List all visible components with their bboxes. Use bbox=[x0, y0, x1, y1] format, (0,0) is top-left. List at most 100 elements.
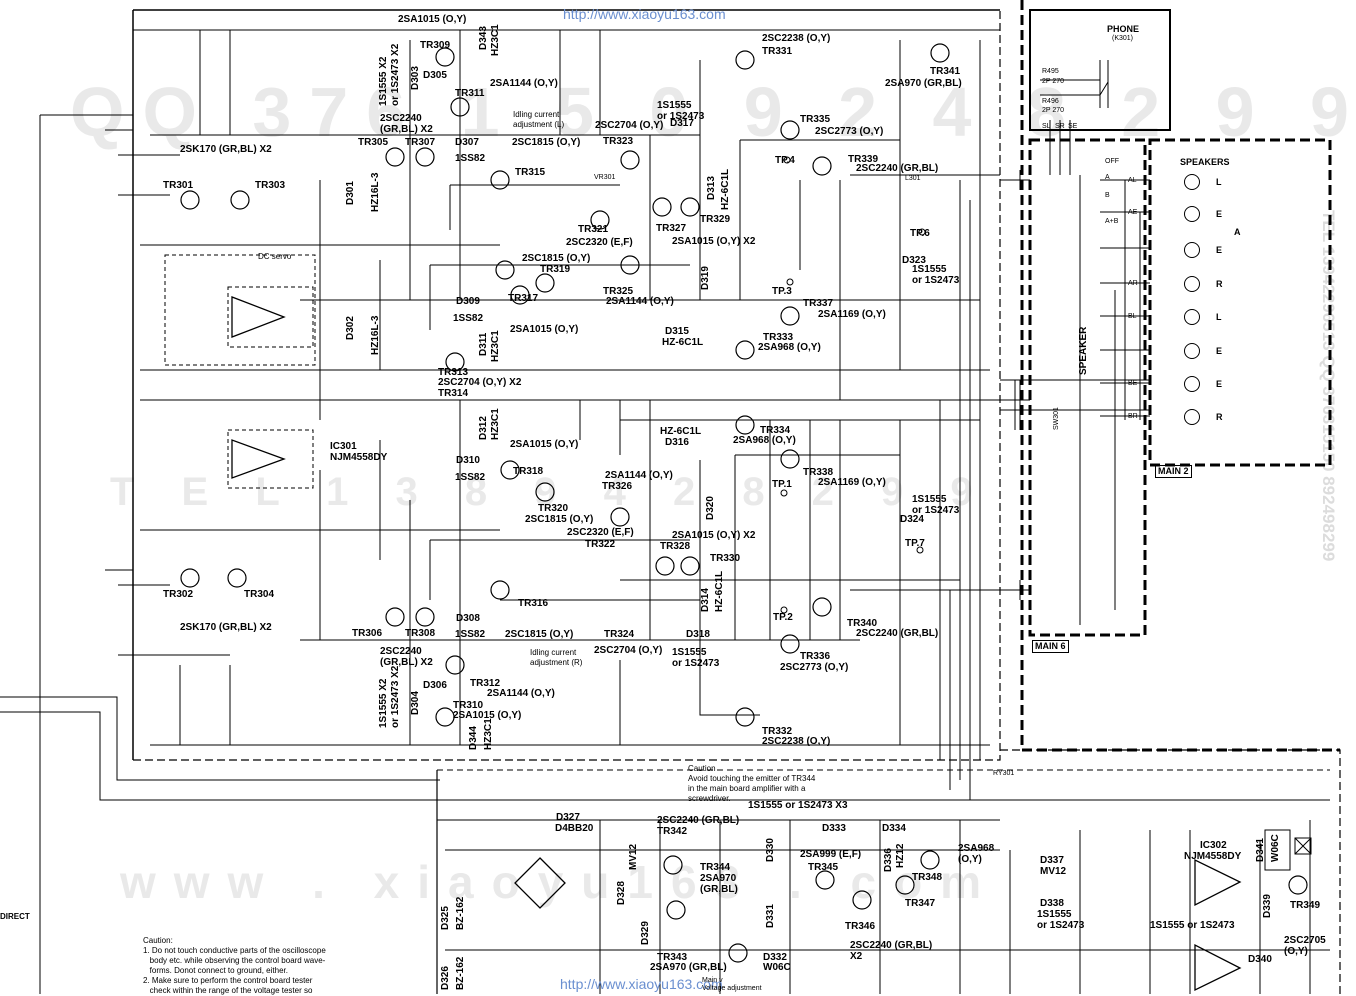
label-2sk170-top: 2SK170 (GR,BL) X2 bbox=[180, 144, 272, 155]
speaker-jack-5 bbox=[1184, 309, 1200, 325]
label-2sc2320-top: 2SC2320 (E,F) bbox=[566, 237, 633, 248]
label-1s1555-bot: 1S1555 or 1S2473 bbox=[1037, 909, 1085, 931]
label-tr347: TR347 bbox=[905, 898, 936, 909]
label-d312: D312 bbox=[478, 416, 489, 440]
label-2sa1015x2-top: 2SA1015 (O,Y) X2 bbox=[672, 236, 756, 247]
label-2sa1169-b: 2SA1169 (O,Y) bbox=[818, 477, 886, 488]
wire-ar: AR bbox=[1128, 280, 1138, 287]
label-2sc2320-b: 2SC2320 (E,F) bbox=[567, 527, 634, 538]
phone-ref: (K301) bbox=[1112, 35, 1134, 42]
label-d303: D303 bbox=[410, 66, 421, 90]
label-d323: D323 bbox=[902, 255, 926, 266]
phone-end-se: SE bbox=[1068, 123, 1078, 130]
label-d305: D305 bbox=[423, 70, 447, 81]
label-d4bb20: D4BB20 bbox=[555, 823, 594, 834]
label-tr312: TR312 bbox=[470, 678, 501, 689]
label-d338: D338 bbox=[1040, 898, 1064, 909]
label-d341: D341 bbox=[1255, 838, 1266, 862]
wire-bl: BL bbox=[1128, 313, 1137, 320]
switch-off: OFF bbox=[1105, 158, 1119, 165]
speaker-jack-8 bbox=[1184, 409, 1200, 425]
label-2sc2704-top: 2SC2704 (O,Y) bbox=[595, 120, 664, 131]
switch-a: A bbox=[1105, 174, 1110, 181]
label-2sa1144-d: 2SA1144 (O,Y) bbox=[487, 688, 555, 699]
label-tr307: TR307 bbox=[405, 137, 436, 148]
label-2sa1015x2-b: 2SA1015 (O,Y) X2 bbox=[672, 530, 756, 541]
label-hz16l3-a: HZ16L-3 bbox=[370, 172, 381, 212]
label-2sc2240-b: 2SC2240 (GR,BL) X2 bbox=[380, 646, 433, 668]
label-tr342: TR342 bbox=[657, 826, 688, 837]
label-tr327: TR327 bbox=[656, 223, 687, 234]
label-tr343: TR343 bbox=[657, 952, 688, 963]
label-1s1555-d: 1S1555 or 1S2473 bbox=[672, 647, 720, 669]
label-tr318: TR318 bbox=[513, 466, 544, 477]
label-hz6c1l-a: HZ-6C1L bbox=[720, 168, 731, 210]
label-d311: D311 bbox=[478, 332, 489, 356]
label-tr309: TR309 bbox=[420, 40, 451, 51]
speaker-jack-2 bbox=[1184, 206, 1200, 222]
label-tr301: TR301 bbox=[163, 180, 194, 191]
label-tr304: TR304 bbox=[244, 589, 275, 600]
label-tr317: TR317 bbox=[508, 293, 539, 304]
label-1ss82-d: 1SS82 bbox=[455, 629, 486, 640]
label-d336: D336 bbox=[883, 848, 894, 872]
label-d304: D304 bbox=[410, 691, 421, 715]
label-d344: D344 bbox=[468, 726, 479, 750]
label-tr321: TR321 bbox=[578, 224, 609, 235]
label-tr324: TR324 bbox=[604, 629, 635, 640]
label-2sa1015-d: 2SA1015 (O,Y) bbox=[453, 710, 522, 721]
label-d307: D307 bbox=[455, 137, 479, 148]
label-hz3c1-d: HZ3C1 bbox=[483, 718, 494, 750]
label-tp7: TP.7 bbox=[905, 538, 925, 549]
label-idle-l: Idling current adjustment (L) bbox=[513, 110, 565, 129]
label-2sa970-c: 2SA970 (GR,BL) bbox=[650, 962, 727, 973]
label-d339: D339 bbox=[1262, 894, 1273, 918]
label-tr319: TR319 bbox=[540, 264, 571, 275]
label-tp3: TP.3 bbox=[772, 286, 792, 297]
label-d328: D328 bbox=[616, 881, 627, 905]
label-vr301: VR301 bbox=[594, 174, 616, 181]
label-2sa968-a: 2SA968 (O,Y) bbox=[758, 342, 821, 353]
main6-label: MAIN 6 bbox=[1032, 640, 1069, 653]
terminal-1: L bbox=[1216, 177, 1222, 187]
label-tp6: TP.6 bbox=[910, 228, 930, 239]
label-d324: D324 bbox=[900, 514, 924, 525]
label-tr333: TR333 bbox=[763, 332, 794, 343]
label-tr330: TR330 bbox=[710, 553, 741, 564]
label-tr340: TR340 bbox=[847, 618, 878, 629]
label-2sc1815-top: 2SC1815 (O,Y) bbox=[512, 137, 581, 148]
label-1s1555-a: 1S1555 or 1S2473 bbox=[657, 100, 705, 122]
phone-r1: R495 bbox=[1042, 68, 1059, 75]
speaker-jack-4 bbox=[1184, 276, 1200, 292]
label-d327: D327 bbox=[556, 812, 580, 823]
phone-end-sl: SL bbox=[1042, 123, 1051, 130]
label-dc-servo: DC servo bbox=[258, 252, 292, 261]
label-2sc1815-d: 2SC1815 (O,Y) bbox=[505, 629, 574, 640]
label-tr344: TR344 bbox=[700, 862, 731, 873]
label-tr345: TR345 bbox=[808, 862, 839, 873]
label-tr310: TR310 bbox=[453, 700, 484, 711]
phone-r2-value: 2P 270 bbox=[1042, 107, 1065, 114]
label-d308: D308 bbox=[456, 613, 480, 624]
label-ry301: RY301 bbox=[993, 770, 1015, 777]
label-2sc2773-b: 2SC2773 (O,Y) bbox=[780, 662, 849, 673]
label-tr302: TR302 bbox=[163, 589, 194, 600]
label-tr316: TR316 bbox=[518, 598, 549, 609]
label-tr349: TR349 bbox=[1290, 900, 1321, 911]
sw301-ref: SW301 bbox=[1053, 407, 1060, 430]
label-tr305: TR305 bbox=[358, 137, 389, 148]
label-d317: D317 bbox=[670, 118, 694, 129]
label-1ss82-b: 1SS82 bbox=[453, 313, 484, 324]
label-d326: D326 bbox=[440, 966, 451, 990]
label-2sa999: 2SA999 (E,F) bbox=[800, 849, 862, 860]
label-njm4558-a: NJM4558DY bbox=[330, 452, 388, 463]
label-d314: D314 bbox=[700, 588, 711, 612]
label-d310: D310 bbox=[456, 455, 480, 466]
terminal-5: L bbox=[1216, 312, 1222, 322]
label-2sa970-top: 2SA970 (GR,BL) bbox=[885, 78, 962, 89]
label-2sc2704-b: 2SC2704 (O,Y) bbox=[594, 645, 663, 656]
label-tp4: TP.4 bbox=[775, 155, 795, 166]
label-d337: D337 bbox=[1040, 855, 1064, 866]
label-tr315: TR315 bbox=[515, 167, 546, 178]
label-d306: D306 bbox=[423, 680, 447, 691]
